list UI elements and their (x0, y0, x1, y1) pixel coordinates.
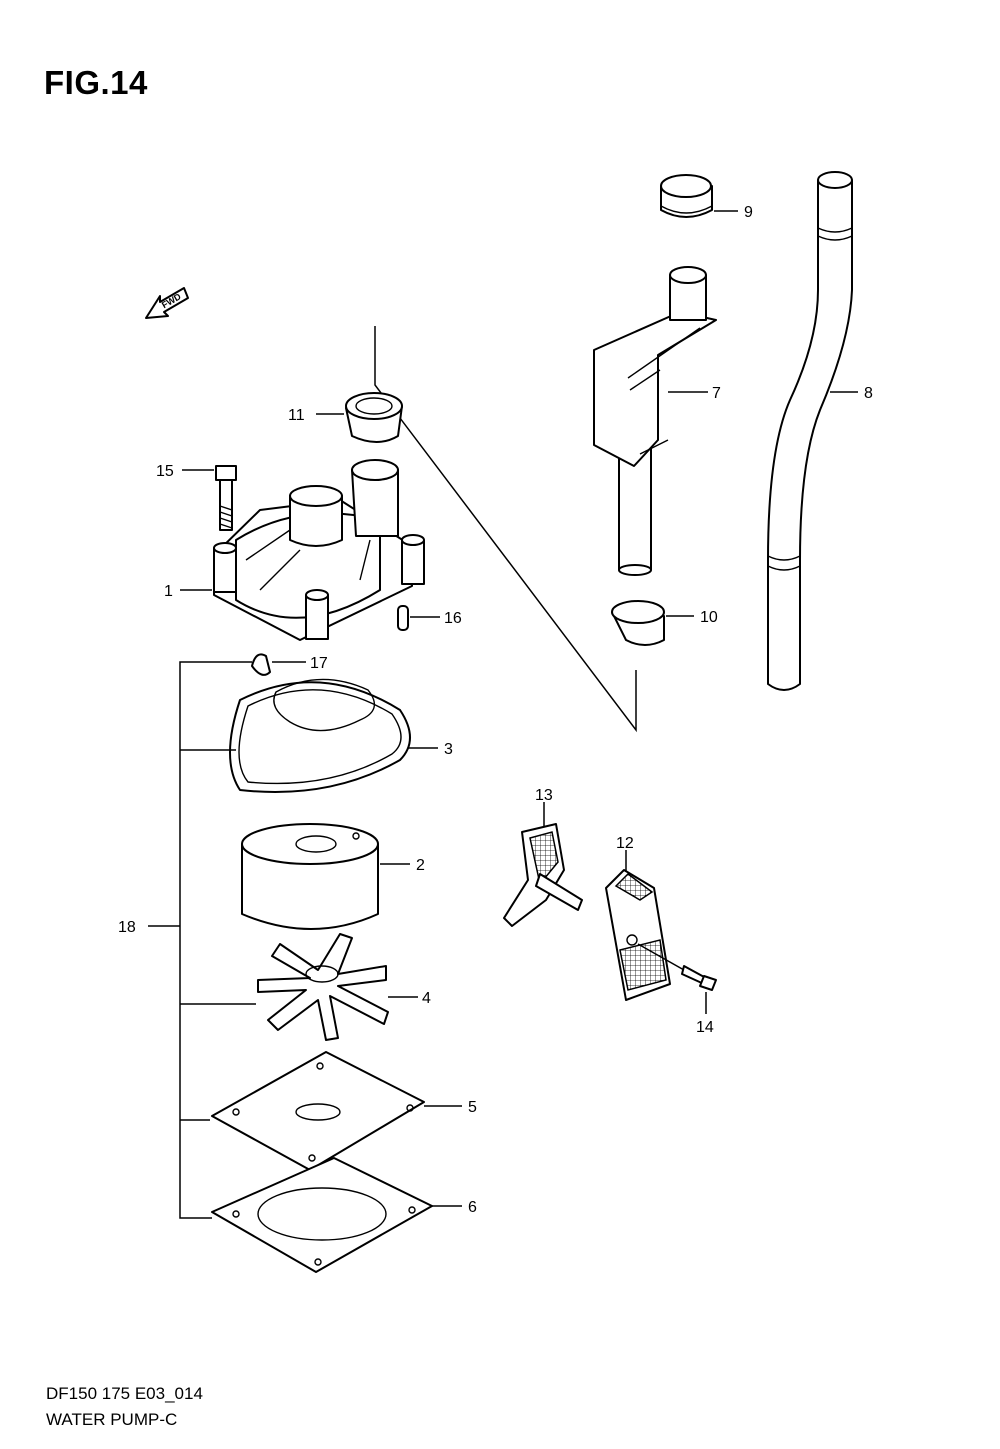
part-15-bolt (215, 465, 237, 531)
part-7-water-pipe (593, 266, 717, 576)
callout-12: 12 (616, 835, 634, 852)
callout-15: 15 (156, 463, 174, 480)
callout-16: 16 (444, 610, 462, 627)
part-12-strainer-plate (605, 869, 671, 1001)
part-6-gasket (211, 1157, 433, 1273)
part-11-grommet (345, 392, 403, 443)
part-16-pin (397, 605, 409, 631)
part-1-pump-case (213, 459, 425, 641)
part-14-screw (637, 943, 717, 991)
callout-18: 18 (118, 919, 136, 936)
callout-2: 2 (416, 857, 425, 874)
callout-5: 5 (468, 1099, 477, 1116)
figure-title: FIG.14 (44, 64, 148, 101)
callout-3: 3 (444, 741, 453, 758)
part-9-grommet (660, 174, 713, 218)
part-10-grommet (611, 600, 665, 646)
part-3-seal-ring (229, 678, 411, 793)
part-13-strainer (503, 823, 583, 927)
callout-10: 10 (700, 609, 718, 626)
part-4-impeller (257, 933, 389, 1041)
fwd-arrow-icon: FWD (145, 287, 189, 319)
callout-6: 6 (468, 1199, 477, 1216)
callout-4: 4 (422, 990, 431, 1007)
part-5-pump-plate (211, 1051, 425, 1171)
callout-11: 11 (288, 407, 305, 424)
part-17-key (251, 653, 271, 676)
footer-code: DF150 175 E03_014 (46, 1384, 203, 1403)
callout-13: 13 (535, 787, 553, 804)
part-8-hose (767, 171, 853, 691)
callout-17: 17 (310, 655, 328, 672)
footer-name: WATER PUMP-C (46, 1410, 178, 1429)
callout-7: 7 (712, 385, 721, 402)
kit-bracket (148, 661, 256, 1219)
callout-14: 14 (696, 1019, 714, 1036)
part-2-pump-liner (241, 823, 379, 930)
callout-9: 9 (744, 204, 753, 221)
callout-1: 1 (164, 583, 173, 600)
callout-8: 8 (864, 385, 873, 402)
group-bracket-line (374, 326, 637, 733)
